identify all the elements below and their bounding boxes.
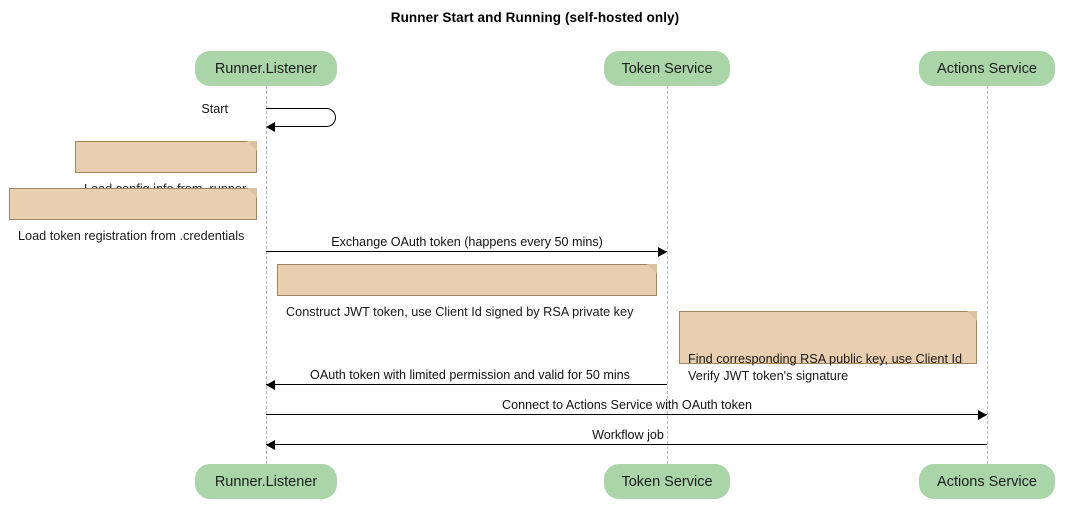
- note-load-token-registration: Load token registration from .credential…: [9, 188, 257, 243]
- participant-label: Runner.Listener: [214, 60, 318, 77]
- participant-label: Actions Service: [937, 60, 1037, 77]
- arrow-right-icon: [978, 410, 987, 420]
- message-connect-actions-line[interactable]: [266, 414, 987, 415]
- participant-label: Runner.Listener: [214, 473, 318, 490]
- note-fold-icon: [247, 141, 257, 151]
- participant-runner-top[interactable]: Runner.Listener: [195, 51, 337, 86]
- message-connect-actions-label: Connect to Actions Service with OAuth to…: [502, 398, 752, 412]
- message-oauth-token-return-line[interactable]: [266, 384, 667, 385]
- self-message-start-label: Start: [201, 102, 228, 116]
- message-exchange-oauth-label: Exchange OAuth token (happens every 50 m…: [331, 235, 603, 249]
- arrow-left-icon: [266, 440, 275, 450]
- participant-actions-top[interactable]: Actions Service: [919, 51, 1055, 86]
- note-fold-icon: [967, 311, 977, 321]
- lifeline-token: [667, 86, 668, 464]
- self-message-start[interactable]: [266, 108, 336, 132]
- lifeline-runner: [266, 86, 267, 464]
- message-workflow-job-line[interactable]: [266, 444, 987, 445]
- note-text: Construct JWT token, use Client Id signe…: [286, 305, 634, 319]
- participant-runner-bottom[interactable]: Runner.Listener: [195, 464, 337, 499]
- participant-label: Token Service: [621, 60, 713, 77]
- participant-label: Token Service: [621, 473, 713, 490]
- participant-token-top[interactable]: Token Service: [604, 51, 730, 86]
- note-text: Load token registration from .credential…: [18, 229, 245, 243]
- note-verify-jwt: Find corresponding RSA public key, use C…: [679, 311, 977, 383]
- lifeline-actions: [987, 86, 988, 464]
- message-exchange-oauth-line[interactable]: [266, 251, 667, 252]
- arrow-right-icon: [658, 247, 667, 257]
- note-construct-jwt: Construct JWT token, use Client Id signe…: [277, 264, 657, 319]
- note-fold-icon: [647, 264, 657, 274]
- note-text: Find corresponding RSA public key, use C…: [688, 352, 963, 383]
- participant-token-bottom[interactable]: Token Service: [604, 464, 730, 499]
- participant-actions-bottom[interactable]: Actions Service: [919, 464, 1055, 499]
- page-title: Runner Start and Running (self-hosted on…: [390, 10, 680, 25]
- message-workflow-job-label: Workflow job: [592, 428, 664, 442]
- arrow-left-icon: [266, 380, 275, 390]
- note-fold-icon: [247, 188, 257, 198]
- participant-label: Actions Service: [937, 473, 1037, 490]
- message-oauth-token-return-label: OAuth token with limited permission and …: [310, 368, 630, 382]
- note-load-config: Load config info from .runner: [75, 141, 257, 196]
